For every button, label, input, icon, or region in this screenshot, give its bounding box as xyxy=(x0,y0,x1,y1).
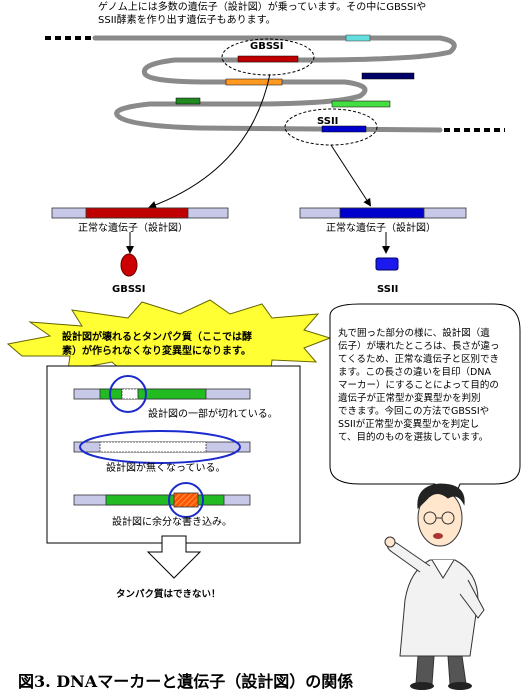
gene-ssii xyxy=(321,125,367,133)
speech-line: できます。今回この方法でGBSSIや xyxy=(338,406,490,417)
speech-line: 遺伝子が正常型か変異型かを判別 xyxy=(338,393,481,404)
scientist-illustration xyxy=(384,483,485,690)
mutation-2-ellipse xyxy=(79,430,241,464)
speech-bubble xyxy=(329,303,521,522)
mutation-3-circle xyxy=(168,482,204,518)
mutation-3-label: 設計図に余分な書き込み。 xyxy=(112,517,232,528)
mutation-2-label: 設計図が無くなっている。 xyxy=(106,463,226,474)
intro-line-1: ゲノム上には多数の遺伝子（設計図）が乗っています。その中にGBSSIや xyxy=(98,2,427,13)
figure-title: 図3. DNAマーカーと遺伝子（設計図）の関係 xyxy=(18,672,354,691)
speech-line: ます。この長さの違いを目印（DNA xyxy=(338,367,491,378)
arrow-ssii-down xyxy=(330,144,372,207)
arrow-caption: タンパク質はできない！ xyxy=(116,589,221,600)
gene-navy xyxy=(361,72,415,80)
intro-line-2: SSII酵素を作り出す遺伝子もあります。 xyxy=(98,15,276,26)
speech-line: マーカー）にすることによって目的の xyxy=(338,380,499,391)
chromosome-strand xyxy=(92,35,457,133)
mutation-3-gene xyxy=(73,492,251,508)
chromosome xyxy=(45,35,505,133)
gbssi-protein-label: GBSSI xyxy=(112,284,146,295)
mutation-1-label: 設計図の一部が切れている。 xyxy=(148,409,278,420)
mutation-1-circle xyxy=(109,375,147,413)
ssii-protein-label: SSII xyxy=(377,284,399,295)
normal-gene-ssii xyxy=(299,207,467,219)
mutation-2-gene xyxy=(73,441,251,453)
speech-text: 丸で囲った部分の様に、設計図（遺 伝子）が壊れたところは、長さが違っ てくるため… xyxy=(338,327,516,444)
gbssi-normal-caption: 正常な遺伝子（設計図） xyxy=(78,223,188,234)
arrow-gbssi-down xyxy=(148,73,271,209)
genome-gbssi-label: GBSSI xyxy=(250,41,284,52)
gene-orange xyxy=(225,78,283,86)
gbssi-protein-shape xyxy=(120,253,138,277)
ssii-protein-shape xyxy=(375,257,399,271)
warning-line-2: 素）が作られなくなり変異型になります。 xyxy=(62,346,251,357)
warning-line-1: 設計図が壊れるとタンパク質（ここでは酵 xyxy=(62,332,252,343)
gene-cyan xyxy=(345,34,371,42)
gene-gbssi xyxy=(237,55,299,63)
speech-line: 丸で囲った部分の様に、設計図（遺 xyxy=(338,328,490,339)
gene-darkgreen xyxy=(175,97,201,105)
big-down-arrow xyxy=(146,535,202,579)
speech-line: SSIIが正常型か変異型かを判定し xyxy=(338,419,480,430)
normal-gene-gbssi xyxy=(51,207,229,219)
speech-line: てくるため、正常な遺伝子と区別でき xyxy=(338,354,500,365)
speech-line: て、目的のものを選抜しています。 xyxy=(338,432,489,443)
genome-ssii-label: SSII xyxy=(317,116,339,127)
ssii-normal-caption: 正常な遺伝子（設計図） xyxy=(326,223,436,234)
speech-line: 伝子）が壊れたところは、長さが違っ xyxy=(338,341,500,352)
gene-lightgreen xyxy=(331,100,391,108)
mutation-1-gene xyxy=(73,388,251,400)
gbssi-ellipse xyxy=(221,38,315,76)
